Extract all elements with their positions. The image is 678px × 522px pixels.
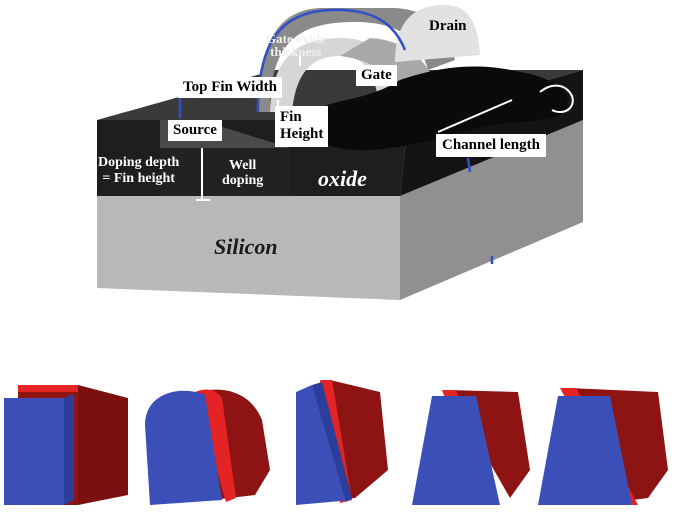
silicon-side-face <box>400 120 583 300</box>
drain-hump <box>395 5 480 62</box>
fin-profile-2 <box>145 389 270 505</box>
label-source: Source <box>168 120 222 141</box>
label-gate: Gate <box>356 65 397 86</box>
label-drain: Drain <box>429 18 467 34</box>
fin-profile-5 <box>538 388 668 505</box>
fin-front-face <box>160 148 290 196</box>
label-channel-length: Channel length <box>436 134 546 157</box>
blue-edge-right <box>466 157 472 173</box>
label-oxide: oxide <box>318 166 367 191</box>
fin-profile-4 <box>412 390 530 505</box>
label-doping-depth: Doping depth = Fin height <box>98 155 180 187</box>
label-silicon: Silicon <box>214 234 278 259</box>
label-well-doping: Well doping <box>222 158 264 189</box>
fin-profile-3 <box>296 380 388 505</box>
label-fin-height: Fin Height <box>275 106 329 147</box>
channel-length-marker <box>437 99 513 133</box>
silicon-front-face <box>97 196 400 300</box>
silicon-substrate <box>97 120 583 300</box>
label-gate-oxide-thickness: Gate oxide thickness <box>266 31 326 59</box>
gate-oxide-line <box>256 8 407 113</box>
rough-channel-texture <box>300 66 574 150</box>
fin-profile-1 <box>4 385 128 505</box>
label-top-fin-width: Top Fin Width <box>178 77 282 98</box>
